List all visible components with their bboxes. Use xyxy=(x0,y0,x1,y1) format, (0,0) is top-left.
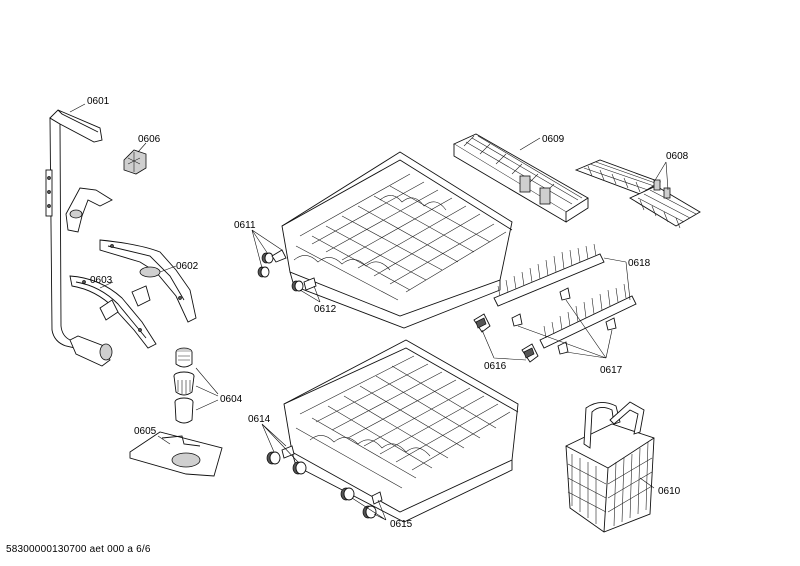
label-0618: 0618 xyxy=(628,258,651,269)
document-footer-code: 58300000130700 aet 000 a 6/6 xyxy=(6,544,151,555)
part-0617-clips xyxy=(511,287,617,355)
part-0611-upper-wheels xyxy=(257,249,287,278)
part-0609-cutlery-tray xyxy=(453,133,589,223)
upper-dish-rack xyxy=(281,151,513,329)
label-0611: 0611 xyxy=(234,220,256,231)
lower-dish-rack xyxy=(283,339,519,523)
label-0602: 0602 xyxy=(176,261,199,272)
part-0616-clips xyxy=(473,313,539,363)
part-0618-tine-rows xyxy=(493,243,637,349)
part-0605-filter-plate xyxy=(129,431,223,477)
label-0603: 0603 xyxy=(90,275,113,286)
label-0604: 0604 xyxy=(220,394,243,405)
part-0606-nut xyxy=(123,149,147,175)
label-0601: 0601 xyxy=(87,96,110,107)
label-0615: 0615 xyxy=(390,519,413,530)
label-0614: 0614 xyxy=(248,414,271,425)
part-0612-wheel xyxy=(291,277,317,292)
label-0612: 0612 xyxy=(314,304,337,315)
part-0615-lower-wheels xyxy=(340,487,383,519)
part-0608-fold-down-racks xyxy=(574,159,701,229)
part-arm-connector xyxy=(65,187,113,233)
label-0605: 0605 xyxy=(134,426,157,437)
part-0603-spray-arm-lower xyxy=(69,275,157,349)
label-0616: 0616 xyxy=(484,361,507,372)
part-0610-cutlery-basket xyxy=(565,401,655,533)
label-0608: 0608 xyxy=(666,151,689,162)
part-0604-filter-set xyxy=(173,347,195,424)
part-0601-supply-pipe xyxy=(45,109,113,367)
label-0606: 0606 xyxy=(138,134,161,145)
label-0609: 0609 xyxy=(542,134,565,145)
part-0602-spray-arm-upper xyxy=(99,239,197,323)
label-0617: 0617 xyxy=(600,365,623,376)
label-0610: 0610 xyxy=(658,486,681,497)
